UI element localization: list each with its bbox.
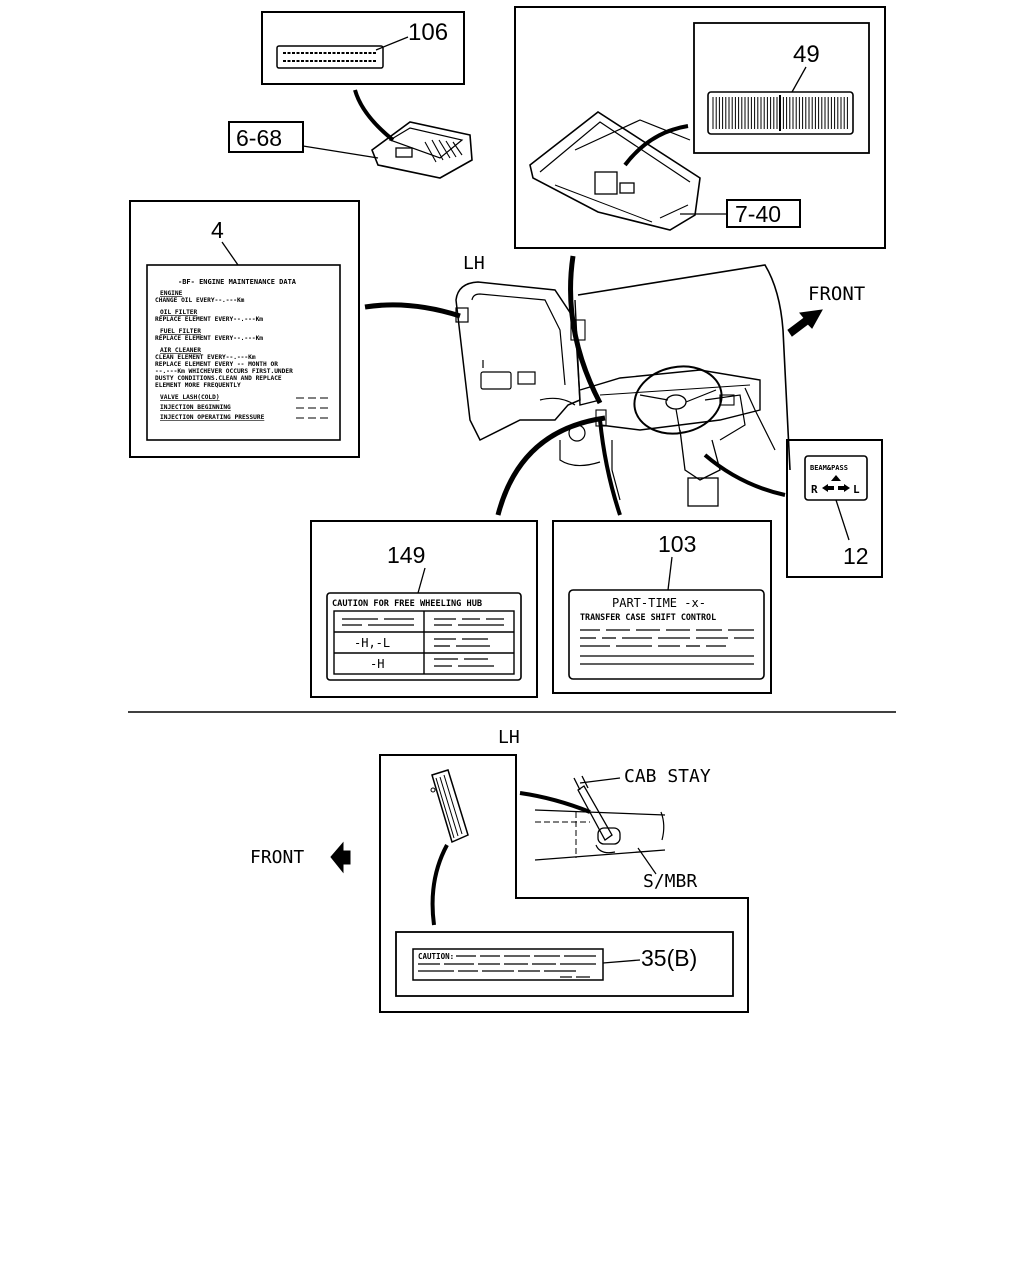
- label-4-air-cleaner-3: --.---Km WHICHEVER OCCURS FIRST.UNDER: [155, 368, 293, 375]
- label-4-change-oil: CHANGE OIL EVERY--.---Km: [155, 297, 245, 304]
- callout-103: 103: [658, 531, 696, 557]
- label-149-row-h: -H: [370, 657, 384, 671]
- glovebox-frame: [514, 6, 886, 249]
- s-mbr-label: S/MBR: [643, 871, 697, 892]
- label-103-line1: PART-TIME -x-: [612, 596, 706, 610]
- label-4-injection-beginning: INJECTION BEGINNING: [160, 404, 231, 411]
- label-12-left-arrow: [822, 484, 834, 492]
- callout-6-68: 6-68: [236, 125, 282, 151]
- label-4-air-cleaner-4: DUSTY CONDITIONS.CLEAN AND REPLACE: [155, 375, 282, 382]
- label-12-title: BEAM&PASS: [810, 464, 848, 472]
- label-4-oil-filter-replace: REPLACE ELEMENT EVERY--.---Km: [155, 316, 263, 323]
- callout-149: 149: [387, 542, 425, 568]
- label-4-oil-filter: OIL FILTER: [160, 309, 198, 316]
- label-4-air-cleaner-2: REPLACE ELEMENT EVERY -- MONTH OR: [155, 361, 278, 368]
- label-103-group: 103 PART-TIME -x- TRANSFER CASE SHIFT CO…: [552, 520, 772, 694]
- label-35b-sticker: [412, 948, 604, 981]
- front-arrow-top: [787, 309, 823, 337]
- callout-4: 4: [211, 217, 224, 243]
- label-4-sticker: [146, 264, 341, 441]
- label-4-frame: [129, 200, 360, 458]
- label-12-r: R: [811, 483, 818, 496]
- label-12-frame: [786, 439, 883, 578]
- label-149-title: CAUTION FOR FREE WHEELING HUB: [332, 599, 482, 609]
- label-4-title: -BF- ENGINE MAINTENANCE DATA: [178, 278, 297, 286]
- callout-35b: 35(B): [641, 945, 697, 971]
- label-12-up-arrow: [831, 475, 841, 481]
- label-106-group: 106: [261, 11, 465, 85]
- label-4-fuel-filter-replace: REPLACE ELEMENT EVERY--.---Km: [155, 335, 263, 342]
- label-12-group: BEAM&PASS R L 12: [786, 439, 883, 578]
- label-49-frame: [693, 22, 870, 154]
- label-12-l: L: [853, 483, 860, 496]
- callout-7-40: 7-40: [735, 201, 781, 227]
- label-35b-frame: [395, 931, 734, 997]
- lh-label-top: LH: [463, 253, 485, 274]
- front-label-bottom: FRONT: [250, 847, 304, 868]
- callout-49: 49: [793, 41, 820, 68]
- front-label-top: FRONT: [808, 283, 865, 305]
- label-103-line2: TRANSFER CASE SHIFT CONTROL: [580, 612, 716, 622]
- cab-stay-label: CAB STAY: [624, 766, 711, 787]
- label-49-sticker: [707, 91, 854, 135]
- interior-lamp-group: 6-68: [228, 89, 473, 179]
- front-arrow-bottom: [330, 841, 351, 874]
- label-4-fuel-filter: FUEL FILTER: [160, 328, 201, 335]
- label-4-air-cleaner: AIR CLEANER: [160, 347, 201, 354]
- label-4-air-cleaner-1: CLEAN ELEMENT EVERY--.---Km: [155, 354, 256, 361]
- label-4-group: 4 -BF- ENGINE MAINTENANCE DATA ENGINE CH…: [129, 200, 360, 458]
- label-4-air-cleaner-5: ELEMENT MORE FREQUENTLY: [155, 382, 241, 389]
- label-106-frame: [261, 11, 465, 85]
- label-12-right-arrow: [838, 484, 850, 492]
- label-4-injection-pressure: INJECTION OPERATING PRESSURE: [160, 414, 265, 421]
- callout-106: 106: [408, 19, 448, 46]
- label-4-valve-lash: VALVE LASH(COLD): [160, 394, 220, 401]
- cab-interior-group: LH FRONT: [364, 253, 865, 516]
- callout-12: 12: [843, 543, 869, 569]
- label-103-frame: [552, 520, 772, 694]
- label-4-engine: ENGINE: [160, 290, 183, 297]
- label-103-sticker: [568, 589, 765, 680]
- callout-6-68-box: [228, 121, 304, 153]
- label-149-sticker: [326, 592, 522, 681]
- label-35b-caution: CAUTION:: [418, 952, 454, 961]
- bottom-frame: [379, 754, 749, 1013]
- glovebox-group: 49 7-40: [514, 6, 886, 249]
- label-106-sticker: [276, 45, 384, 69]
- bottom-section: LH FRONT CAB STAY S/MBR CAUTION:: [250, 727, 749, 1013]
- label-149-group: 149 CAUTION FOR FREE WHEELING HUB -H,-L …: [310, 520, 538, 698]
- label-149-frame: [310, 520, 538, 698]
- lh-label-bottom: LH: [498, 727, 520, 748]
- label-149-row-hl: -H,-L: [354, 636, 390, 650]
